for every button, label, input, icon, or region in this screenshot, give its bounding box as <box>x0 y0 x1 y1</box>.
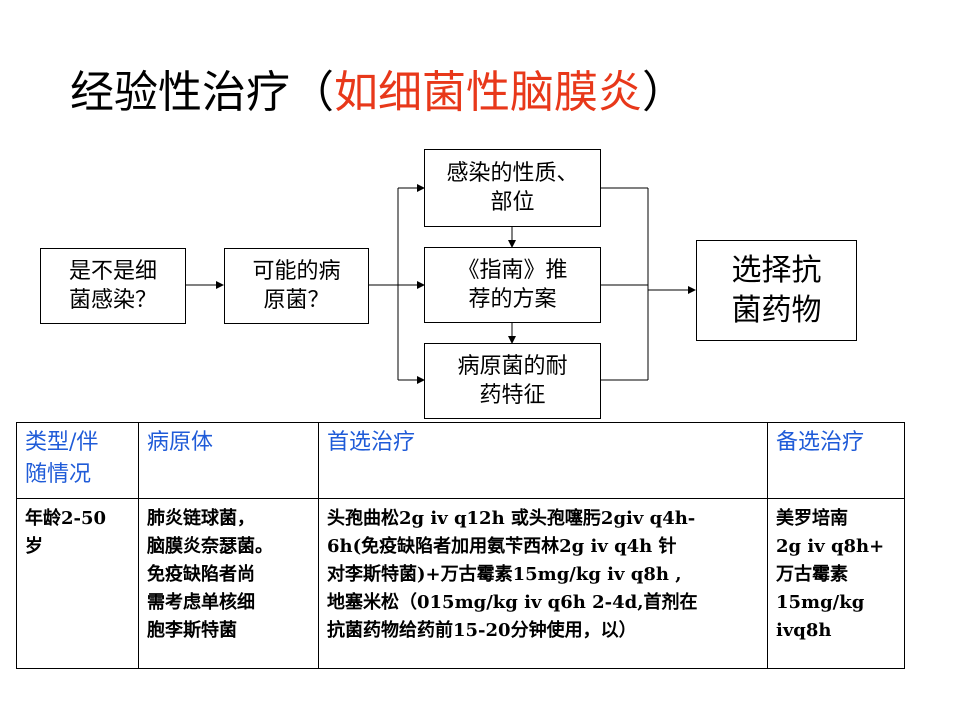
header-first-line: 首选治疗 <box>318 422 768 499</box>
header-type: 类型/伴 随情况 <box>16 422 139 499</box>
header-pathogen: 病原体 <box>138 422 319 499</box>
flow-box-resistance-features: 病原菌的耐 药特征 <box>424 343 601 419</box>
header-alternative: 备选治疗 <box>767 422 905 499</box>
table-row: 年龄2-50 岁 肺炎链球菌， 脑膜炎奈瑟菌。 免疫缺陷者尚 需考虑单核细 胞李… <box>16 498 905 669</box>
treatment-table: 类型/伴 随情况 病原体 首选治疗 备选治疗 年龄2-50 岁 肺炎链球菌， 脑… <box>16 422 905 669</box>
cell-pathogen: 肺炎链球菌， 脑膜炎奈瑟菌。 免疫缺陷者尚 需考虑单核细 胞李斯特菌 <box>138 498 319 669</box>
flowchart-connectors <box>186 184 696 384</box>
flow-box-infection-nature-site: 感染的性质、 部位 <box>424 149 601 227</box>
cell-alternative: 美罗培南 2g iv q8h+ 万古霉素 15mg/kg ivq8h <box>767 498 905 669</box>
title-highlight: 如细菌性脑膜炎 <box>334 67 642 118</box>
cell-type: 年龄2-50 岁 <box>16 498 139 669</box>
title-close: ） <box>642 67 686 118</box>
flow-box-bacterial-infection: 是不是细 菌感染？ <box>40 248 186 324</box>
slide-title: 经验性治疗（如细菌性脑膜炎） <box>70 58 930 128</box>
flow-box-select-antibiotics: 选择抗 菌药物 <box>696 240 857 341</box>
flow-box-possible-pathogen: 可能的病 原菌？ <box>224 248 369 324</box>
title-main: 经验性治疗（ <box>70 67 334 118</box>
table-header-row: 类型/伴 随情况 病原体 首选治疗 备选治疗 <box>16 422 905 499</box>
flow-box-guideline-regimen: 《指南》推 荐的方案 <box>424 247 601 323</box>
cell-first-line: 头孢曲松2g iv q12h 或头孢噻肟2giv q4h- 6h(免疫缺陷者加用… <box>318 498 768 669</box>
